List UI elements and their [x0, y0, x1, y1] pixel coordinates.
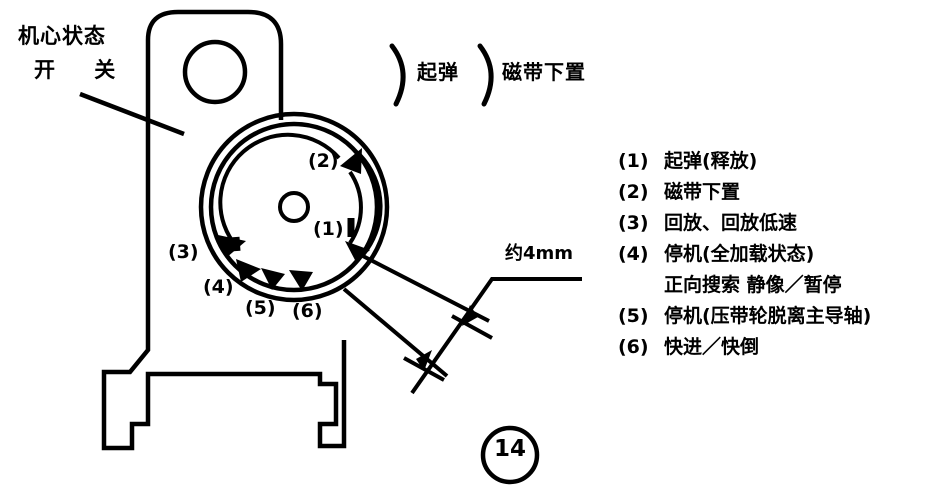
legend-text: 起弹(释放) [664, 150, 758, 172]
dial-callout-4: (4) [203, 276, 234, 298]
legend-row: 正向搜索 静像／暂停 [618, 270, 935, 301]
page-title-line2: 开 关 [34, 58, 132, 82]
dimension-arrowhead-upper [462, 305, 478, 326]
dial-marker-3 [218, 235, 246, 258]
dial-center-hub [278, 191, 310, 223]
dial-marker-6 [289, 270, 313, 291]
figure-number-label: 14 [494, 436, 527, 462]
dial-rotation-arc-major [218, 132, 341, 249]
dial-outer-ring [198, 111, 390, 303]
legend-row: (1) 起弹(释放) [618, 146, 935, 177]
dial-marker-1 [345, 241, 370, 262]
dimension-arrowhead-lower [416, 350, 432, 371]
page-title-line1: 机心状态 [18, 24, 106, 48]
dial-inner-ring [208, 121, 380, 293]
caption-tape-down: 磁带下置 [502, 60, 586, 84]
legend-index: (2) [618, 181, 649, 203]
legend-row: (6) 快进／快倒 [618, 332, 935, 363]
dimension-leader-upper [356, 251, 490, 323]
dial-marker-2 [340, 148, 362, 174]
dial-marker-5 [261, 268, 285, 290]
legend-text: 回放、回放低速 [664, 212, 798, 234]
legend-row: (4) 停机(全加载状态) [618, 239, 935, 270]
tape-down-curved-arrow [477, 43, 494, 107]
legend-row: (2) 磁带下置 [618, 177, 935, 208]
dial-callout-6: (6) [292, 300, 323, 322]
dimension-line [410, 277, 582, 395]
dial-callout-5: (5) [245, 297, 276, 319]
dial-ring-arc-right [358, 153, 383, 258]
dimension-leader-lower [342, 287, 449, 378]
legend-index: (5) [618, 305, 649, 327]
dial-marker-4 [236, 259, 261, 282]
legend-text: 快进／快倒 [664, 336, 760, 358]
dimension-tick-lower [403, 356, 445, 382]
legend-row: (3) 回放、回放低速 [618, 208, 935, 239]
dial-callout-1: (1) [313, 218, 344, 240]
legend-index: (4) [618, 243, 649, 265]
legend-index: (3) [618, 212, 649, 234]
eject-curved-arrow [389, 43, 406, 107]
legend-text: 正向搜索 静像／暂停 [664, 274, 842, 296]
legend-text: 停机(压带轮脱离主导轴) [664, 305, 872, 327]
dimension-note: 约4mm [505, 243, 574, 264]
bracket-mounting-hole [182, 39, 248, 105]
dial-callout-2: (2) [308, 150, 339, 172]
dial-callout-3: (3) [168, 241, 199, 263]
caption-eject: 起弹 [417, 60, 459, 84]
legend-row: (5) 停机(压带轮脱离主导轴) [618, 301, 935, 332]
legend-text: 停机(全加载状态) [664, 243, 815, 265]
switch-leader-line [79, 91, 185, 137]
dimension-tick-upper [451, 314, 493, 340]
legend-index: (1) [618, 150, 649, 172]
bracket-outline [101, 9, 347, 451]
figure-number-circle [480, 425, 540, 485]
legend-index: (6) [618, 336, 649, 358]
legend-text: 磁带下置 [664, 181, 741, 203]
legend-list: (1) 起弹(释放) (2) 磁带下置 (3) 回放、回放低速 (4) 停机(全加载状态) 正向… [618, 146, 935, 363]
